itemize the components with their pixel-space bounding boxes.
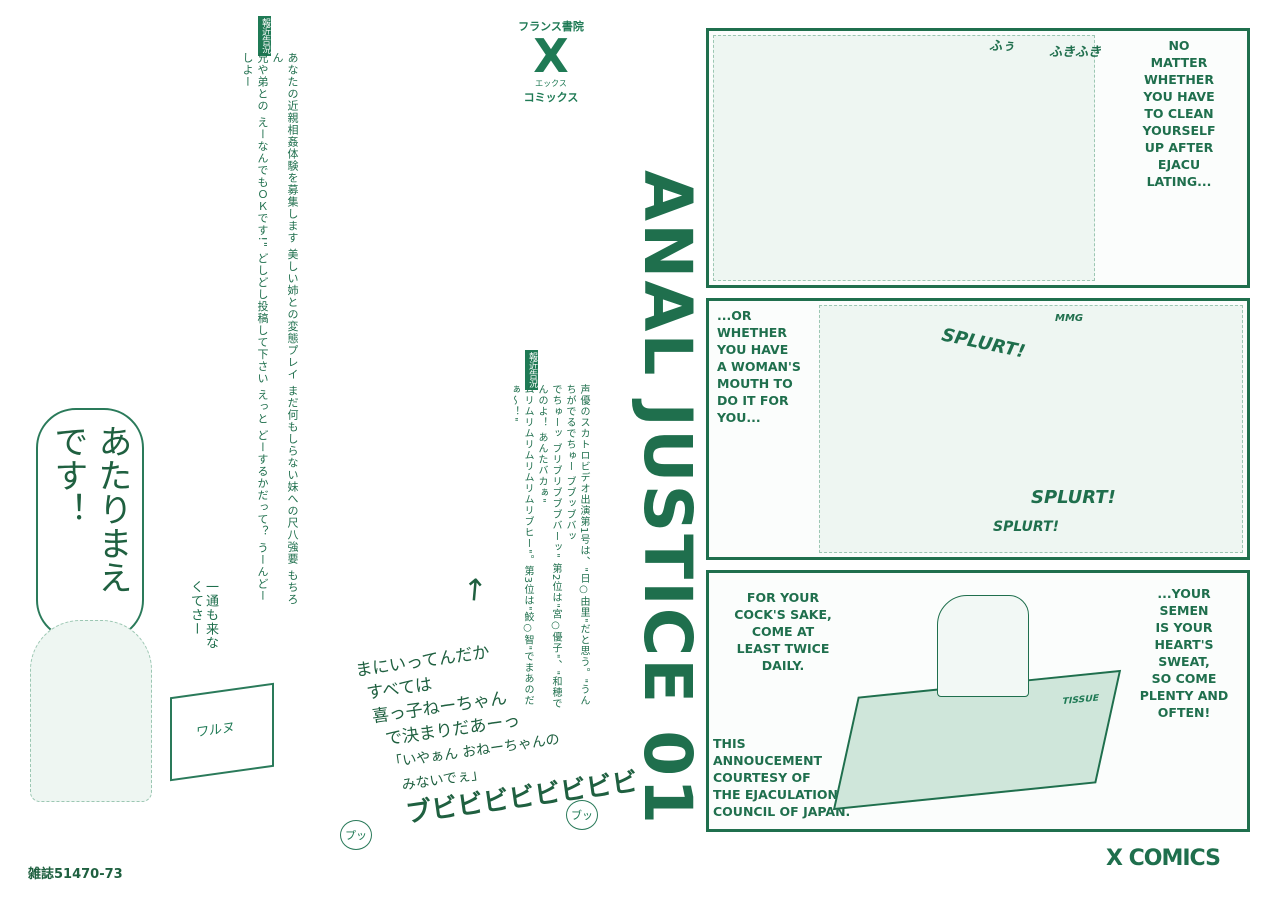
text-column-1: あなたの近親相姦体験を募集します 美しい姉との変態プレイ まだ何もしらない妹への… — [240, 52, 300, 612]
caption: FOR YOUR COCK'S SAKE, COME AT LEAST TWIC… — [734, 590, 832, 673]
text-column-2: 声優のスカトロビデオ出演第1号は、"日○由里"だと思う。"うんちがでるでちゅー … — [506, 384, 590, 714]
arrow-icon: ↗ — [453, 568, 496, 611]
tissue-illustration — [937, 595, 1029, 697]
caption: THIS ANNOUCEMENT COURTESY OF THE EJACULA… — [713, 736, 851, 819]
caption: ...YOUR SEMEN IS YOUR HEART'S SWEAT, SO … — [1139, 586, 1229, 720]
publisher-logo: フランス書院 X エックス コミックス — [510, 18, 592, 105]
sfx-text: ふぅ — [989, 39, 1016, 54]
text-line: あなたの近親相姦体験を募集します 美しい姉との変態プレイ まだ何もしらない妹への… — [271, 52, 299, 606]
aside-text: 一通も来なくてさー — [188, 580, 218, 650]
text-line: 声優のスカトロビデオ出演第1号は、"日○由里"だと思う。"うんちがでるでちゅー … — [564, 384, 589, 707]
comic-panel-2: ...OR WHETHER YOU HAVE A WOMAN'S MOUTH T… — [706, 298, 1250, 560]
panel-illustration — [713, 35, 1095, 281]
text-line: でちゅーッ ブリブリブブブバーッ" 第2位は"宮○優子"、"和穂でんのよ！ あん… — [536, 384, 561, 710]
footer-logo: X COMICS — [1106, 846, 1221, 871]
logo-publisher: フランス書院 — [518, 20, 584, 33]
logo-mark: X — [533, 29, 569, 83]
news-tag: 報近告況 — [258, 16, 271, 56]
text-line: ムリムリムリムリムリムリブヒー"。第3位は"鮫○智"でまあのだぁ～！" — [508, 384, 533, 707]
caption: ...OR WHETHER YOU HAVE A WOMAN'S MOUTH T… — [717, 308, 801, 425]
sfx-bubble: ブッ — [566, 800, 598, 830]
box-label: ワルヌ — [196, 720, 236, 741]
logo-name: コミックス — [523, 91, 579, 104]
box-illustration: ワルヌ — [170, 682, 274, 782]
handwritten-note: まにいってんだか すべては 喜っ子ねーちゃん で決まりだあーっ 「いやぁん おね… — [354, 622, 640, 835]
magazine-code: 雑誌51470-73 — [28, 867, 123, 882]
box-label: TISSUE — [1061, 693, 1100, 708]
sfx-text: ふきふき — [1049, 45, 1102, 60]
news-tag: 報近告況 — [525, 350, 538, 390]
caption: NO MATTER WHETHER YOU HAVE TO CLEAN YOUR… — [1142, 38, 1216, 189]
sfx-text: SPLURT! — [993, 519, 1059, 535]
sfx-text: SPLURT! — [1031, 487, 1116, 508]
sfx-bubble: プッ — [340, 820, 372, 850]
logo-sub: エックス — [535, 79, 567, 88]
panel-illustration — [819, 305, 1243, 553]
book-title: ANAL JUSTICE 01 — [629, 170, 706, 827]
comic-panel-1: NO MATTER WHETHER YOU HAVE TO CLEAN YOUR… — [706, 28, 1250, 288]
sfx-text: MMG — [1055, 313, 1084, 324]
text-line: 兄や弟との えーなんでもＯＫです!" どしどし投稿して下さい えっと どーするか… — [241, 52, 269, 602]
comic-panel-3: FOR YOUR COCK'S SAKE, COME AT LEAST TWIC… — [706, 570, 1250, 832]
speech-bubble: あたりまえです！ — [36, 408, 144, 640]
girl-illustration — [30, 620, 152, 802]
